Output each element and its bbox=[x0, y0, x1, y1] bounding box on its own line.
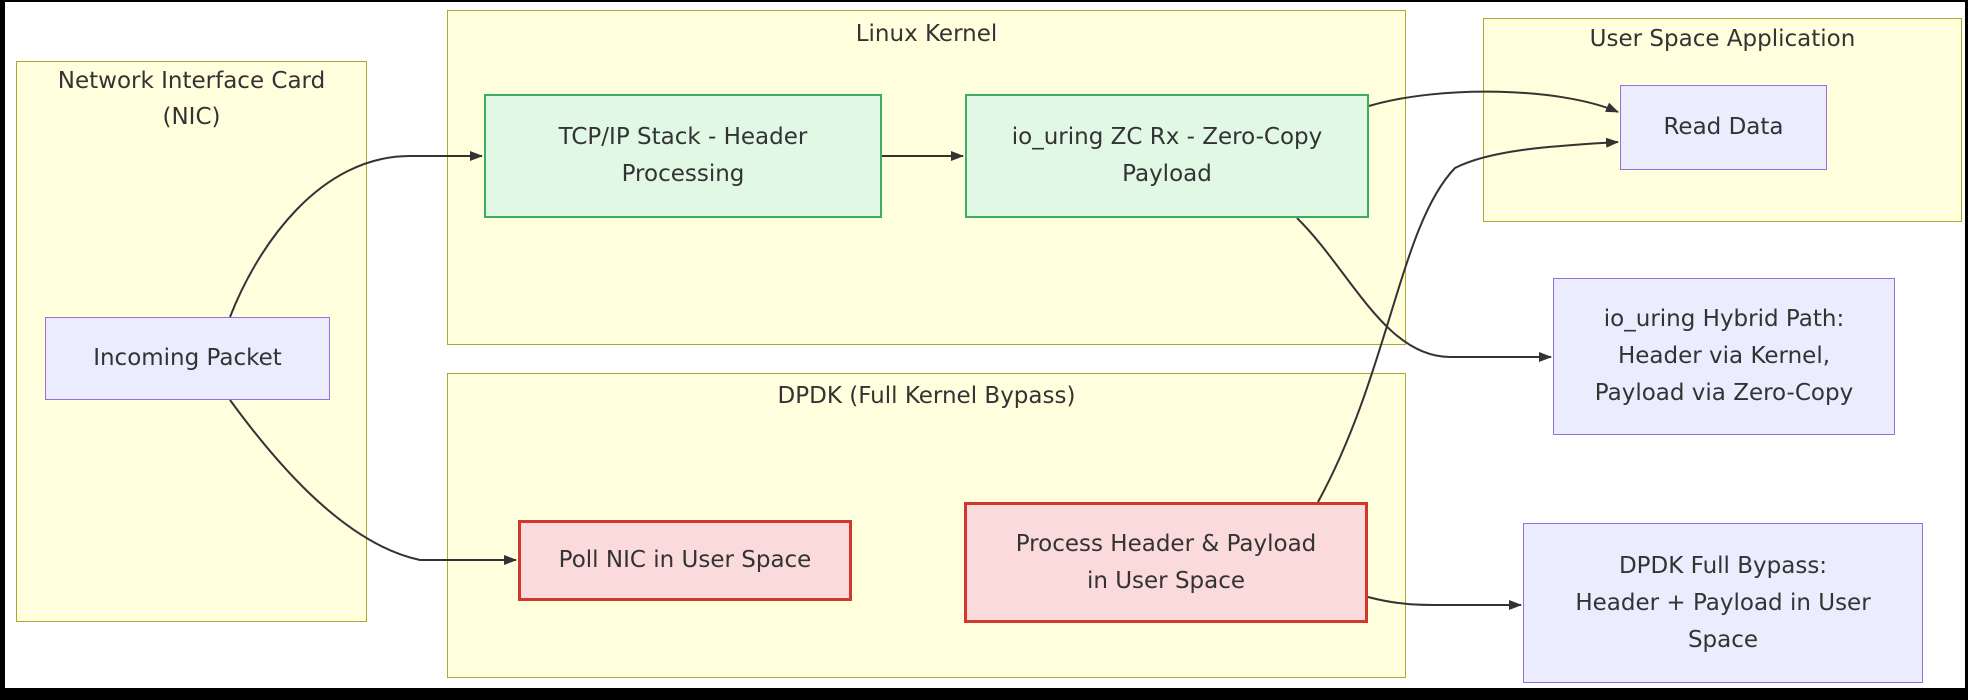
container-user-space-title: User Space Application bbox=[1589, 26, 1856, 52]
container-linux-kernel-title: Linux Kernel bbox=[855, 21, 998, 47]
node-process-header-payload-line2: in User Space bbox=[1086, 567, 1246, 594]
node-tcpip-stack: TCP/IP Stack - Header Processing bbox=[484, 94, 882, 218]
node-dpdk-full-bypass-line3: Space bbox=[1687, 626, 1759, 653]
node-process-header-payload: Process Header & Payload in User Space bbox=[964, 502, 1368, 623]
node-poll-nic: Poll NIC in User Space bbox=[518, 520, 852, 601]
node-iouring-zc-rx-line2: Payload bbox=[1122, 161, 1212, 187]
node-tcpip-stack-line2: Processing bbox=[621, 161, 745, 187]
node-process-header-payload-line1: Process Header & Payload bbox=[1015, 530, 1317, 557]
window-border-bottom bbox=[0, 688, 1968, 700]
node-read-data-label: Read Data bbox=[1663, 114, 1784, 140]
node-iouring-zc-rx: io_uring ZC Rx - Zero-Copy Payload bbox=[965, 94, 1369, 218]
node-poll-nic-label: Poll NIC in User Space bbox=[558, 547, 812, 573]
node-dpdk-full-bypass: DPDK Full Bypass: Header + Payload in Us… bbox=[1523, 523, 1923, 683]
node-incoming-packet-label: Incoming Packet bbox=[93, 345, 282, 371]
container-nic-title: Network Interface Card (NIC) bbox=[17, 62, 366, 135]
node-dpdk-full-bypass-line1: DPDK Full Bypass: bbox=[1618, 552, 1828, 579]
container-nic-title-line2: (NIC) bbox=[162, 104, 221, 130]
node-dpdk-full-bypass-line2: Header + Payload in User bbox=[1575, 589, 1871, 616]
node-iouring-hybrid-path-line3: Payload via Zero-Copy bbox=[1594, 380, 1854, 406]
node-tcpip-stack-line1: TCP/IP Stack - Header bbox=[558, 124, 808, 150]
window-border-top bbox=[0, 0, 1968, 2]
window-border-left bbox=[0, 0, 5, 700]
node-iouring-hybrid-path-line2: Header via Kernel, bbox=[1617, 343, 1831, 369]
node-iouring-zc-rx-line1: io_uring ZC Rx - Zero-Copy bbox=[1011, 124, 1323, 150]
container-dpdk-title: DPDK (Full Kernel Bypass) bbox=[777, 383, 1076, 409]
node-iouring-hybrid-path-line1: io_uring Hybrid Path: bbox=[1603, 306, 1845, 332]
window-border-right bbox=[1965, 0, 1968, 700]
node-incoming-packet: Incoming Packet bbox=[45, 317, 330, 400]
node-read-data: Read Data bbox=[1620, 85, 1827, 170]
container-nic-title-line1: Network Interface Card bbox=[57, 68, 326, 94]
node-iouring-hybrid-path: io_uring Hybrid Path: Header via Kernel,… bbox=[1553, 278, 1895, 435]
